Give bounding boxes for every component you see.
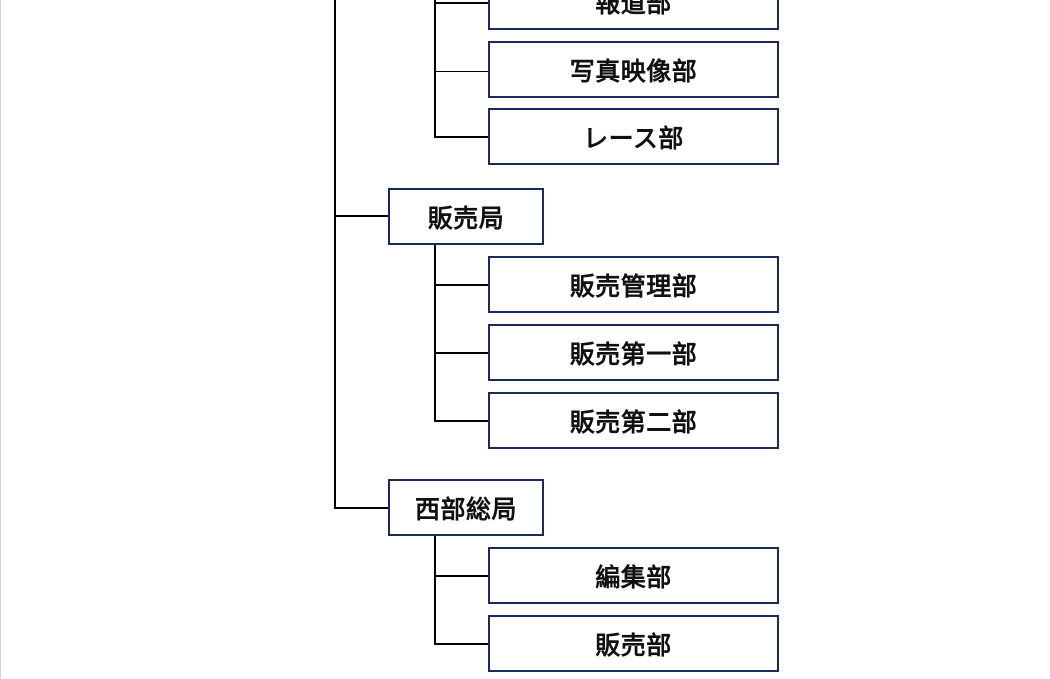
department-box-sales-1: 販売第一部 <box>488 324 779 381</box>
branch-connector <box>434 420 488 422</box>
department-box-news: 報道部 <box>488 0 779 30</box>
department-label: 販売第一部 <box>569 339 698 369</box>
bureau-box-western-general: 西部総局 <box>388 479 544 536</box>
department-label: 販売第二部 <box>569 407 698 437</box>
bureau-connector <box>434 536 436 645</box>
branch-connector <box>434 643 488 645</box>
department-box-race: レース部 <box>488 108 779 165</box>
branch-connector <box>434 2 488 4</box>
bureau-connector <box>434 245 436 422</box>
branch-connector <box>334 215 388 217</box>
branch-connector <box>434 284 488 286</box>
bureau-label: 西部総局 <box>414 494 517 524</box>
bureau-label: 販売局 <box>427 203 505 233</box>
department-label: 販売部 <box>595 630 672 660</box>
department-label: 編集部 <box>595 562 672 592</box>
department-label: 報道部 <box>595 0 672 18</box>
page-edge-rule <box>0 0 1 679</box>
trunk-connector <box>334 0 336 509</box>
branch-connector <box>434 136 488 138</box>
department-box-editorial: 編集部 <box>488 547 779 604</box>
branch-connector <box>434 575 488 577</box>
top-group-connector <box>434 0 436 137</box>
department-box-sales-management: 販売管理部 <box>488 256 779 313</box>
department-label: 販売管理部 <box>569 271 698 301</box>
branch-connector <box>334 507 388 509</box>
department-box-photo-video: 写真映像部 <box>488 41 779 98</box>
department-label: 写真映像部 <box>569 56 698 86</box>
department-box-sales-2: 販売第二部 <box>488 392 779 449</box>
department-box-sales-west: 販売部 <box>488 615 779 672</box>
branch-connector <box>434 352 488 354</box>
department-label: レース部 <box>583 123 684 153</box>
bureau-box-sales: 販売局 <box>388 188 544 245</box>
branch-connector <box>434 71 488 72</box>
